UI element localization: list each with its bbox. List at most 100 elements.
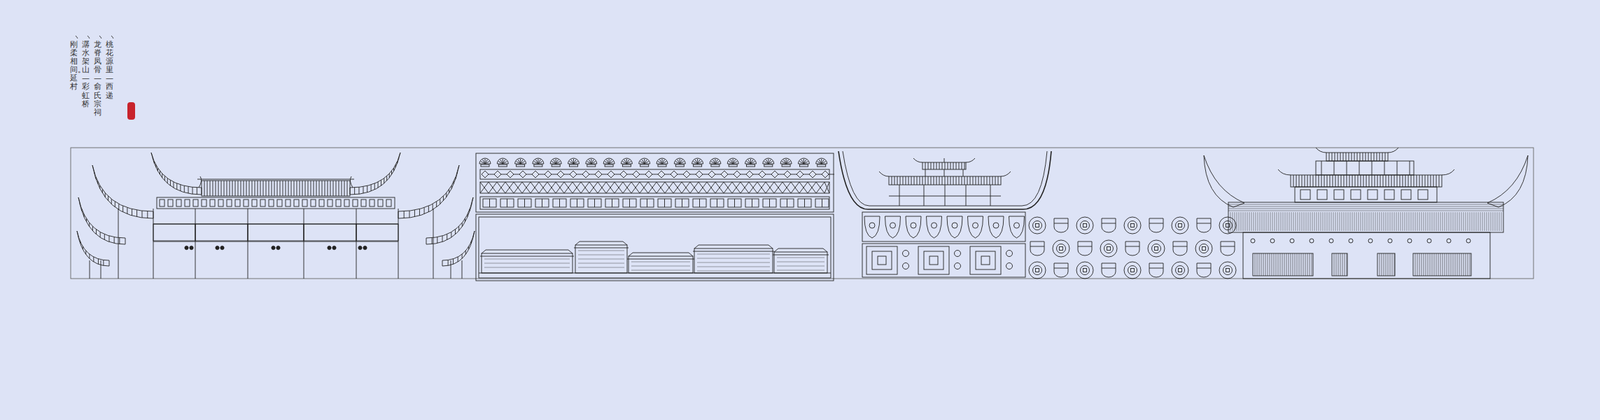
lattice-line bbox=[690, 181, 699, 194]
lattice-line bbox=[639, 181, 649, 194]
tile-line bbox=[1463, 212, 1465, 231]
wall-dot bbox=[1289, 238, 1295, 243]
zigzag-motif bbox=[670, 170, 684, 178]
tile-line bbox=[936, 162, 938, 170]
grille-bar bbox=[1390, 253, 1391, 276]
zigzag-motif bbox=[720, 170, 734, 178]
d-motif bbox=[1054, 218, 1069, 233]
fan-rib bbox=[606, 159, 610, 164]
lattice-line bbox=[496, 181, 506, 194]
roof-tile bbox=[431, 237, 433, 245]
tile-line bbox=[1425, 212, 1427, 231]
tile-line bbox=[1402, 212, 1404, 231]
tile-line bbox=[1280, 212, 1282, 231]
zigzag-motif bbox=[544, 170, 558, 178]
fan-rib bbox=[644, 161, 649, 165]
tile-line bbox=[1478, 212, 1479, 231]
tile-line bbox=[1291, 212, 1293, 231]
bracket bbox=[209, 199, 215, 207]
roof-tile bbox=[176, 183, 178, 190]
fret-dot bbox=[902, 263, 910, 270]
ring-core bbox=[1107, 247, 1111, 251]
horn-eave bbox=[1203, 155, 1245, 208]
fret-dot bbox=[954, 263, 961, 270]
lattice-line bbox=[698, 181, 707, 194]
tile-line bbox=[1388, 174, 1390, 187]
fan-rib bbox=[803, 161, 808, 165]
lattice-line bbox=[757, 181, 766, 194]
bracket bbox=[268, 199, 274, 207]
roof-tile bbox=[93, 256, 94, 262]
eave-curve bbox=[442, 230, 475, 261]
tile-line bbox=[212, 180, 214, 196]
ring-motif bbox=[1223, 221, 1233, 231]
tile-line bbox=[330, 180, 332, 196]
tile-line bbox=[1371, 152, 1372, 161]
tile-line bbox=[1480, 212, 1482, 231]
grille-bar bbox=[1381, 253, 1383, 276]
tile-line bbox=[1471, 212, 1473, 231]
tile-line bbox=[897, 176, 898, 185]
tile-line bbox=[1324, 174, 1325, 187]
tile-line bbox=[341, 180, 343, 196]
eave-curve bbox=[151, 152, 202, 188]
tile-line bbox=[919, 176, 921, 185]
roof-tile bbox=[428, 205, 430, 213]
tile-line bbox=[1408, 174, 1409, 187]
tile-line bbox=[1436, 174, 1437, 187]
window-cell bbox=[780, 198, 794, 208]
ring-motif bbox=[1124, 216, 1141, 234]
tile-line bbox=[324, 180, 326, 196]
roof-tile bbox=[446, 234, 448, 241]
ring-core bbox=[1131, 268, 1135, 273]
eave-curve bbox=[349, 152, 401, 188]
d-bar bbox=[1054, 223, 1069, 224]
ring-motif bbox=[1128, 221, 1138, 231]
lattice-line bbox=[538, 181, 548, 194]
window-bar bbox=[664, 198, 665, 208]
roof-tile bbox=[188, 186, 189, 194]
bracket bbox=[159, 199, 165, 207]
wall-line bbox=[776, 261, 825, 263]
window-bar bbox=[734, 198, 735, 208]
tile-line bbox=[1352, 212, 1353, 231]
fan-rib bbox=[660, 159, 663, 164]
tile-line bbox=[240, 180, 242, 196]
tile-line bbox=[1385, 152, 1386, 161]
lattice-line bbox=[547, 181, 556, 194]
lattice-line bbox=[589, 181, 598, 194]
tile-line bbox=[1264, 212, 1265, 231]
vase-band bbox=[862, 212, 1026, 242]
ring-motif bbox=[1199, 244, 1209, 254]
bracket bbox=[293, 199, 299, 207]
fret-panel bbox=[929, 256, 938, 265]
lattice-line bbox=[530, 181, 539, 194]
window-cell bbox=[622, 198, 637, 208]
eave-curve bbox=[349, 152, 401, 195]
zigzag-motif bbox=[569, 170, 583, 178]
zigzag-motif bbox=[657, 170, 671, 178]
grille-bar bbox=[1346, 253, 1348, 276]
fan-rib bbox=[783, 159, 787, 164]
ring-motif bbox=[1175, 265, 1185, 276]
tile-line bbox=[1310, 174, 1311, 187]
tile-line bbox=[1245, 212, 1246, 231]
roof-tile bbox=[88, 222, 90, 227]
tile-line bbox=[268, 180, 270, 196]
tile-line bbox=[1296, 174, 1297, 187]
tile-line bbox=[1429, 212, 1431, 231]
lattice-line bbox=[782, 181, 791, 194]
zigzag-motif bbox=[519, 170, 532, 178]
fret-panel bbox=[918, 246, 950, 275]
roof-tile bbox=[161, 173, 163, 178]
roof-tile bbox=[125, 237, 126, 245]
roof-tile bbox=[111, 198, 112, 204]
ring-motif bbox=[1128, 265, 1138, 276]
tile-line bbox=[333, 180, 334, 196]
fan-motif bbox=[727, 158, 739, 164]
lattice-line bbox=[706, 181, 716, 194]
d-bar bbox=[1149, 223, 1164, 224]
lattice-line bbox=[614, 181, 623, 194]
tile-line bbox=[327, 180, 329, 196]
tile-line bbox=[279, 180, 281, 196]
